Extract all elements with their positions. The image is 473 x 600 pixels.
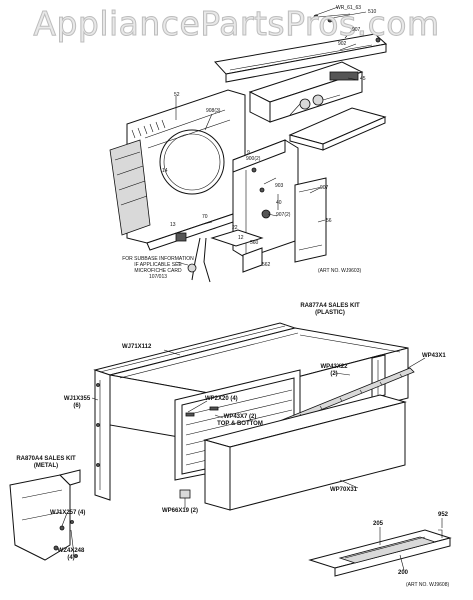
subbase-note-line-3: MICROFICHE CARD (134, 268, 182, 274)
label-wz4x248: WZ4X248 (4) (56, 548, 86, 562)
metal-sales-kit-bracket (9, 469, 81, 561)
label-wp66x19: WP66X19 (2) (162, 508, 199, 514)
label-wj1x355: WJ1X355 (6) (62, 396, 92, 410)
label-wj1x257: WJ1X257 (4) (50, 510, 86, 516)
fan-shroud-housing (109, 89, 246, 251)
label-952: 952 (438, 512, 449, 518)
mounting-rail (288, 107, 387, 151)
control-housing (232, 139, 299, 259)
base-plate-and-parts (175, 221, 264, 283)
label-wp43x7: WP43X7 (2) TOP & BOTTOM (214, 414, 266, 428)
label-907-top: 907 (352, 27, 361, 33)
label-52: 52 (174, 92, 180, 98)
label-56: 56 (326, 218, 332, 224)
wz4x248-line-2: (4) (67, 555, 75, 561)
label-wp43x1: WP43X1 (422, 353, 446, 359)
label-900: 900(2) (246, 156, 261, 162)
side-seal-strips (371, 354, 386, 399)
wp43x22-line-2: (2) (330, 371, 338, 377)
art-number-upper: (ART NO. WJ9603) (318, 268, 362, 274)
label-13: 13 (170, 222, 176, 228)
plastic-sales-kit-label: RA877A4 SALES KIT (PLASTIC) (290, 303, 370, 317)
label-wp70x31: WP70X31 (330, 487, 358, 493)
wz4x248-line-1: WZ4X248 (57, 548, 85, 554)
label-wr-61-63: WR_61_63 (336, 5, 362, 11)
label-907-2: 907(2) (276, 212, 291, 218)
label-902: 902 (338, 41, 347, 47)
clip-wp66x19 (179, 489, 191, 499)
side-panel (294, 177, 327, 263)
control-box (248, 61, 364, 123)
label-70: 70 (202, 214, 208, 220)
wp43x22-line-1: WP43X22 (320, 364, 348, 370)
label-903: 903 (275, 183, 284, 189)
base-pan (308, 529, 452, 577)
metal-kit-line-2: (METAL) (33, 463, 59, 469)
label-205: 205 (373, 521, 384, 527)
label-wp43x22: WP43X22 (2) (316, 364, 352, 378)
subbase-note: FOR SUBBASE INFORMATION IF APPLICABLE SE… (118, 256, 198, 280)
label-560: 560 (250, 240, 259, 246)
screws (70, 383, 100, 558)
label-22: 22 (232, 225, 238, 231)
subbase-note-line-2: IF APPLICABLE SEE (134, 262, 182, 268)
wj1x355-line-2: (6) (73, 403, 81, 409)
label-40: 40 (276, 200, 282, 206)
label-510: 510 (368, 9, 377, 15)
label-14: 14 (162, 168, 168, 174)
label-12: 12 (238, 235, 244, 241)
plastic-kit-line-2: (PLASTIC) (315, 310, 345, 316)
label-908: 908(3) (206, 108, 221, 114)
wp43x7-line-1: WP43X7 (2) (223, 414, 257, 420)
top-mounting-bracket (214, 13, 388, 83)
art-number-lower: (ART NO. WJ9608) (406, 582, 450, 588)
subbase-note-line-1: FOR SUBBASE INFORMATION (122, 256, 194, 262)
label-wp2x20: WP2X20 (4) (205, 396, 238, 402)
wj1x355-line-1: WJ1X355 (63, 396, 91, 402)
label-200: 200 (398, 570, 409, 576)
metal-kit-line-1: RA870A4 SALES KIT (16, 456, 76, 462)
wp43x7-line-2: TOP & BOTTOM (217, 421, 263, 427)
metal-sales-kit-label: RA870A4 SALES KIT (METAL) (10, 456, 82, 470)
label-907-side: 907 (320, 185, 329, 191)
label-9: 9 (247, 150, 250, 156)
leader-lines (61, 6, 443, 571)
plastic-kit-line-1: RA877A4 SALES KIT (300, 303, 360, 309)
subbase-note-line-4: 107/013 (148, 274, 168, 280)
label-wj71x112: WJ71X112 (122, 344, 152, 350)
front-cover-panel (203, 394, 407, 511)
label-562: 562 (262, 262, 271, 268)
label-45: 45 (360, 76, 366, 82)
